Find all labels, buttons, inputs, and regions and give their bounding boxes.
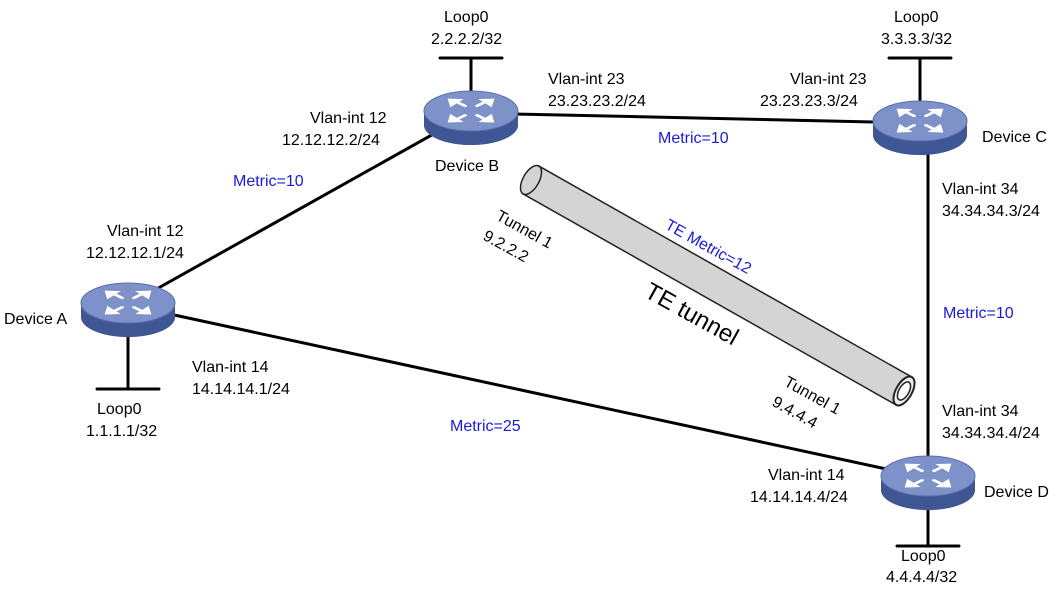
device-c-name: Device C	[982, 129, 1047, 146]
loopback-a-name: Loop0	[97, 401, 142, 418]
te-tunnel-start-cap	[519, 164, 543, 196]
link-a-d	[126, 303, 930, 480]
metric-cd: Metric=10	[943, 305, 1014, 322]
link-b-c	[469, 111, 922, 125]
interface-b-ab-name: Vlan-int 12	[310, 110, 387, 127]
interface-c-bc-ip: 23.23.23.3/24	[760, 93, 858, 110]
te-tunnel-body	[522, 165, 913, 406]
interface-d-ad-name: Vlan-int 14	[768, 467, 845, 484]
interface-c-cd-ip: 34.34.34.3/24	[942, 203, 1040, 220]
loopback-a-ip: 1.1.1.1/32	[86, 423, 157, 440]
interface-d-cd-name: Vlan-int 34	[942, 403, 1019, 420]
device-b-name: Device B	[435, 158, 499, 175]
router-icon[interactable]	[80, 282, 176, 337]
metric-ad: Metric=25	[450, 418, 521, 435]
metric-bc: Metric=10	[658, 130, 729, 147]
metric-ab: Metric=10	[233, 173, 304, 190]
interface-b-bc-name: Vlan-int 23	[548, 71, 625, 88]
loopback-c-name: Loop0	[894, 9, 939, 26]
interface-a-ab-ip: 12.12.12.1/24	[86, 245, 184, 262]
interface-d-cd-ip: 34.34.34.4/24	[942, 425, 1040, 442]
device-d-name: Device D	[984, 484, 1049, 501]
loopback-d-ip: 4.4.4.4/32	[886, 569, 957, 586]
loopback-b-ip: 2.2.2.2/32	[431, 31, 502, 48]
router-icon[interactable]	[872, 100, 968, 155]
loopback-c-ip: 3.3.3.3/32	[881, 31, 952, 48]
interface-d-ad-ip: 14.14.14.4/24	[750, 489, 848, 506]
loopback-d-name: Loop0	[901, 548, 946, 565]
interface-c-bc-name: Vlan-int 23	[790, 71, 867, 88]
link-a-b	[126, 111, 473, 307]
interface-a-ab-name: Vlan-int 12	[107, 223, 184, 240]
interface-a-ad-name: Vlan-int 14	[192, 359, 269, 376]
router-icon[interactable]	[880, 455, 976, 510]
te-tunnel-end-hole	[896, 381, 912, 401]
interface-b-bc-ip: 23.23.23.2/24	[548, 93, 646, 110]
router-icon[interactable]	[423, 90, 519, 145]
device-a-name: Device A	[4, 311, 67, 328]
interface-a-ad-ip: 14.14.14.1/24	[192, 381, 290, 398]
te-tunnel: TE tunnel TE Metric=12	[519, 164, 916, 407]
interface-b-ab-ip: 12.12.12.2/24	[282, 132, 380, 149]
interface-c-cd-name: Vlan-int 34	[942, 181, 1019, 198]
loopback-b-name: Loop0	[444, 9, 489, 26]
